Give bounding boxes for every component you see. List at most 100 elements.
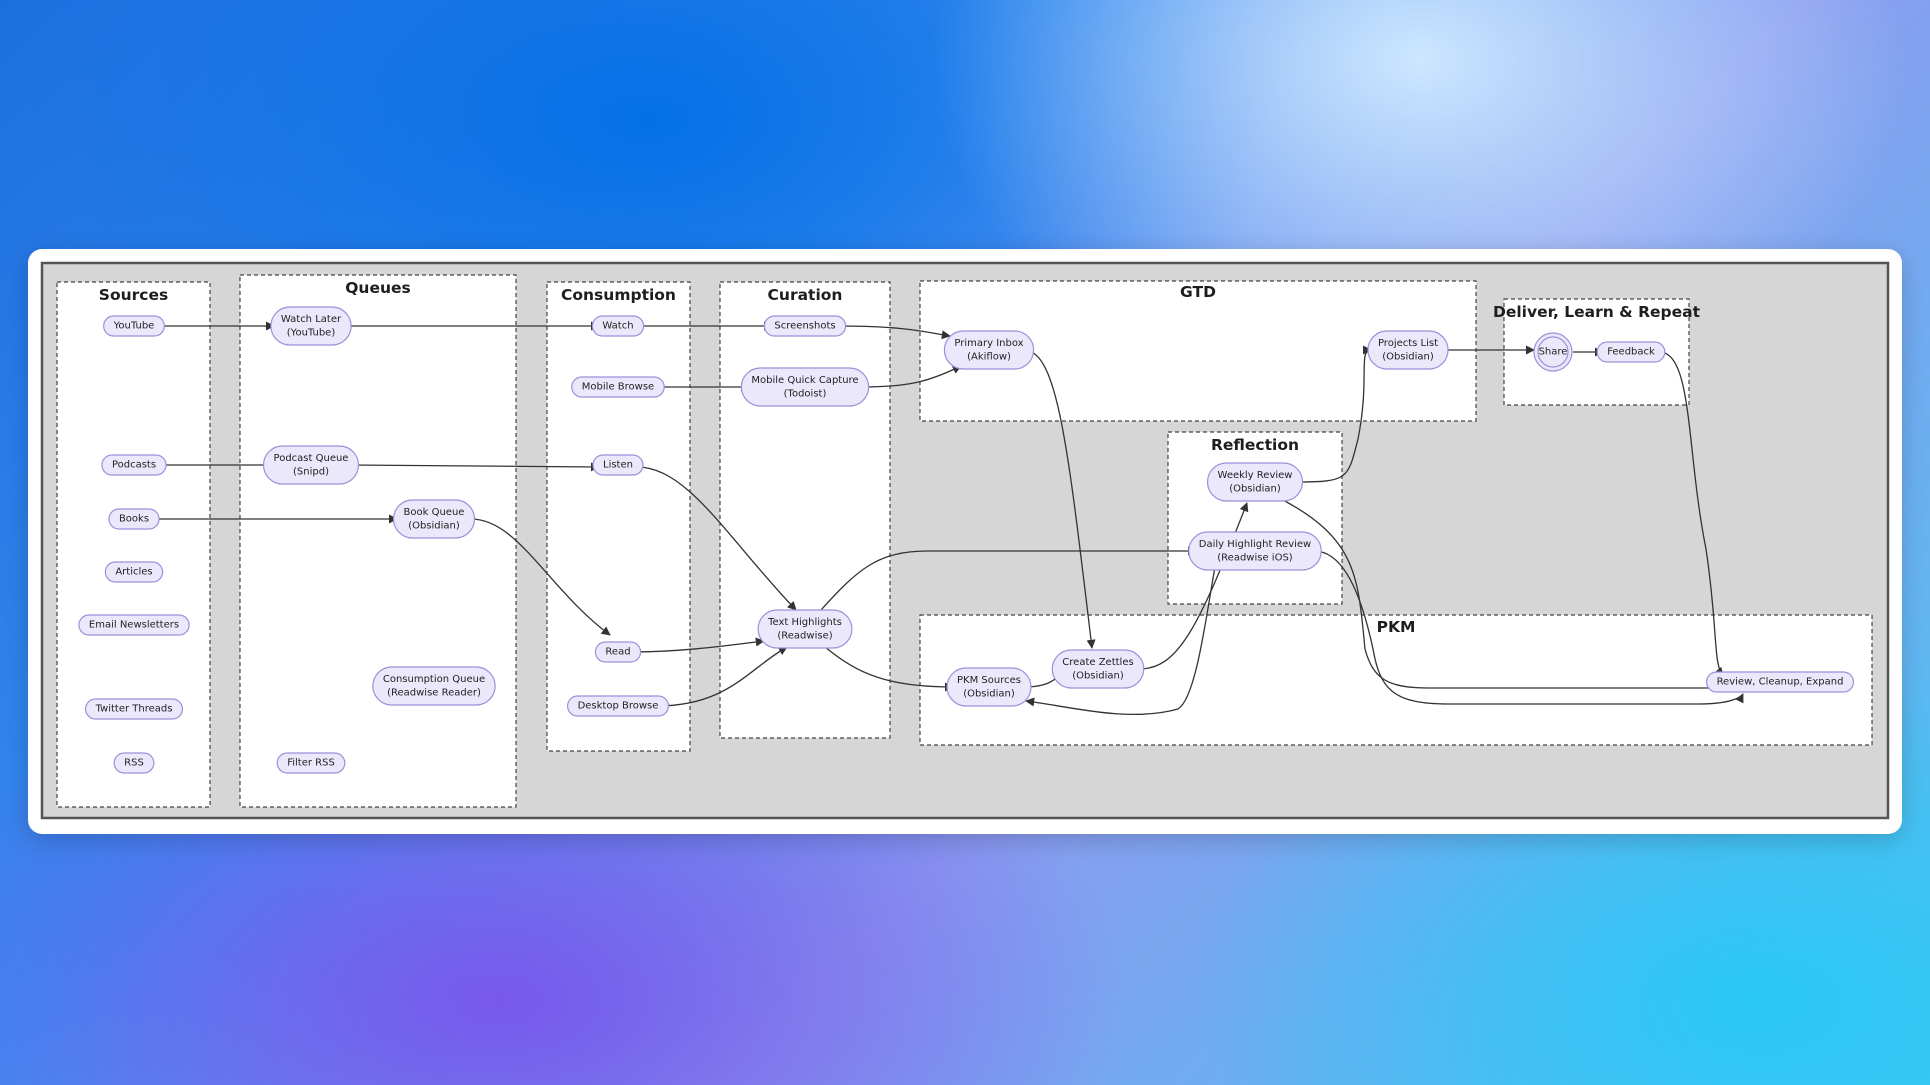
node-shape — [740, 367, 870, 407]
node-shape — [108, 508, 160, 530]
node-read[interactable]: Read — [594, 641, 642, 663]
node-label: Consumption Queue — [383, 674, 485, 685]
node-shape-inner — [1537, 336, 1569, 368]
node-pkm-sources[interactable]: PKM Sources(Obsidian) — [946, 667, 1032, 707]
node-mobile-browse[interactable]: Mobile Browse — [571, 376, 665, 398]
node-articles[interactable]: Articles — [104, 561, 164, 583]
node-shape — [1367, 330, 1449, 370]
node-label: Books — [119, 514, 149, 525]
node-label: Email Newsletters — [89, 620, 179, 631]
node-email-newsletters[interactable]: Email Newsletters — [78, 614, 190, 636]
node-label: (Todoist) — [784, 388, 827, 399]
node-weekly-review[interactable]: Weekly Review (Obsidian) — [1206, 462, 1304, 502]
node-shape — [566, 695, 670, 717]
node-label: (Obsidian) — [408, 520, 460, 531]
node-label: (Obsidian) — [1382, 351, 1434, 362]
node-daily-highlight-review[interactable]: Daily Highlight Review(Readwise iOS) — [1188, 531, 1322, 571]
node-shape — [103, 315, 165, 337]
node-label: RSS — [124, 758, 144, 769]
edge-rss-to-filter-rss — [824, 646, 954, 692]
node-shape — [276, 752, 346, 774]
node-mobile-quick-capture[interactable]: Mobile Quick Capture (Todoist) — [740, 367, 870, 407]
node-youtube[interactable]: YouTube — [103, 315, 165, 337]
node-listen[interactable]: Listen — [592, 454, 644, 476]
node-label: Primary Inbox — [954, 338, 1023, 349]
node-label: Watch Later — [281, 314, 342, 325]
node-label: Watch — [602, 321, 633, 332]
node-shape — [571, 376, 665, 398]
group-title-curation: Curation — [768, 286, 843, 304]
group-title-reflection: Reflection — [1211, 436, 1299, 454]
node-watch[interactable]: Watch — [591, 315, 645, 337]
node-twitter-threads[interactable]: Twitter Threads — [84, 698, 184, 720]
node-review-cleanup-expand[interactable]: Review, Cleanup, Expand — [1705, 671, 1855, 693]
group-title-consumption: Consumption — [561, 286, 676, 304]
node-filter-rss[interactable]: Filter RSS — [276, 752, 346, 774]
node-shape — [594, 641, 642, 663]
group-queues — [239, 274, 517, 808]
node-label: Filter RSS — [287, 758, 335, 769]
edge-mobile-quick-capture-to-primary-inbox — [860, 365, 962, 388]
node-shape — [943, 330, 1035, 370]
node-shape — [763, 315, 847, 337]
node-create-zettles[interactable]: Create Zettles(Obsidian) — [1051, 649, 1145, 689]
group-title-gtd: GTD — [1180, 283, 1216, 301]
group-curation — [719, 281, 891, 739]
node-shape — [262, 445, 360, 485]
node-label: Articles — [115, 567, 152, 578]
edge-screenshots-to-primary-inbox — [837, 325, 951, 340]
node-podcasts[interactable]: Podcasts — [101, 454, 167, 476]
node-label: Weekly Review — [1218, 470, 1293, 481]
node-primary-inbox[interactable]: Primary Inbox(Akiflow) — [943, 330, 1035, 370]
edge-articles-to-consumption-queue — [626, 637, 765, 653]
node-label: Daily Highlight Review — [1199, 539, 1312, 550]
edge-create-zettles-to-weekly-review — [1280, 498, 1724, 693]
edge-text-highlights-to-daily-highlight-review — [1296, 345, 1372, 483]
node-label: (YouTube) — [287, 327, 336, 338]
node-text-highlights[interactable]: Text Highlights(Readwise) — [757, 609, 853, 649]
node-label: Podcasts — [112, 460, 156, 471]
node-shape — [113, 752, 155, 774]
edge-pkm-sources-to-create-zettles — [1658, 351, 1724, 677]
node-label: Book Queue — [404, 507, 465, 518]
node-shape — [104, 561, 164, 583]
node-shape — [101, 454, 167, 476]
node-consumption-queue[interactable]: Consumption Queue (Readwise Reader) — [372, 666, 496, 706]
node-projects-list[interactable]: Projects List(Obsidian) — [1367, 330, 1449, 370]
edge-filter-rss-to-consumption-queue — [1023, 349, 1096, 649]
node-watch-later[interactable]: Watch Later (YouTube) — [270, 306, 352, 346]
node-label: (Obsidian) — [963, 688, 1015, 699]
node-label: Screenshots — [774, 321, 835, 332]
node-label: Twitter Threads — [95, 704, 173, 715]
node-rss[interactable]: RSS — [113, 752, 155, 774]
node-label: (Obsidian) — [1072, 670, 1124, 681]
node-book-queue[interactable]: Book Queue (Obsidian) — [392, 499, 476, 539]
node-label: Mobile Quick Capture — [751, 375, 858, 386]
node-label: Read — [605, 647, 630, 658]
group-consumption — [546, 281, 691, 752]
edge-listen-to-text-highlights — [636, 466, 797, 611]
node-screenshots[interactable]: Screenshots — [763, 315, 847, 337]
node-label: Share — [1539, 347, 1568, 358]
node-books[interactable]: Books — [108, 508, 160, 530]
node-feedback[interactable]: Feedback — [1596, 341, 1666, 363]
node-label: Feedback — [1607, 347, 1655, 358]
edge-podcast-queue-to-listen — [349, 462, 600, 472]
node-shape — [1596, 341, 1666, 363]
edge-email-newsletters-to-consumption-queue — [655, 646, 788, 707]
node-label: (Readwise Reader) — [387, 687, 481, 698]
edge-desktop-browse-to-text-highlights — [1025, 550, 1219, 716]
node-podcast-queue[interactable]: Podcast Queue(Snipd) — [262, 445, 360, 485]
node-share[interactable]: Share — [1533, 332, 1573, 372]
group-title-queues: Queues — [345, 279, 411, 297]
node-label: (Obsidian) — [1229, 483, 1281, 494]
node-shape — [1206, 462, 1304, 502]
node-label: (Snipd) — [293, 466, 329, 477]
node-desktop-browse[interactable]: Desktop Browse — [566, 695, 670, 717]
node-label: Desktop Browse — [578, 701, 659, 712]
node-shape — [946, 667, 1032, 707]
group-sources — [56, 281, 211, 808]
node-shape — [1705, 671, 1855, 693]
